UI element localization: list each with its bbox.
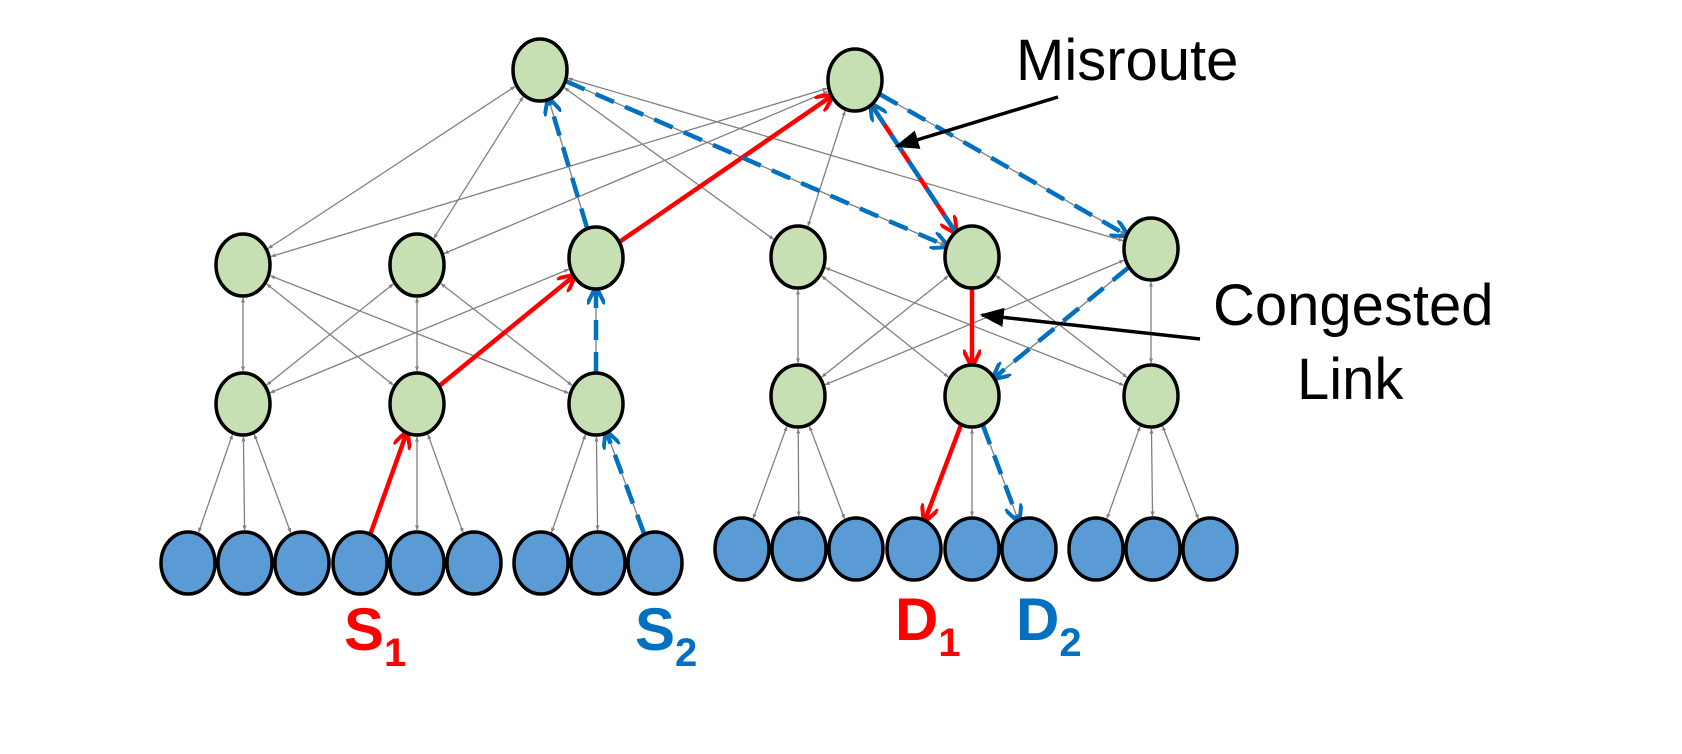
network-links — [198, 77, 1199, 534]
aggregation-switch-5 — [943, 224, 1001, 290]
edge-2-host-3-link — [427, 434, 464, 533]
edge-6-host-2-link — [1149, 428, 1155, 517]
source-1-subscript: 1 — [384, 631, 406, 675]
edge-6-host-3-link — [1162, 425, 1199, 520]
path-2-segment-1 — [607, 433, 647, 535]
congested-label: Congested — [1213, 273, 1494, 338]
edge-3-host-2-link — [594, 436, 600, 531]
core-2-agg-4-link — [807, 110, 846, 227]
host-3 — [273, 530, 331, 596]
host-15 — [1000, 516, 1058, 582]
edge-switch-4 — [769, 363, 827, 429]
host-10 — [713, 516, 771, 582]
destination-2-subscript: 2 — [1059, 621, 1081, 665]
path-2-segment-3 — [549, 100, 590, 229]
congested-link-pointer-arrow — [979, 307, 1201, 341]
host-5 — [388, 530, 446, 596]
edge-switch-6 — [1122, 363, 1180, 429]
path-2-segment-7 — [995, 265, 1130, 378]
host-7 — [512, 530, 570, 596]
link-label: Link — [1297, 347, 1404, 412]
aggregation-switch-1 — [214, 232, 272, 298]
path-2-segment-5 — [872, 106, 957, 233]
source-2-subscript: 2 — [675, 631, 697, 675]
edge-switch-2 — [388, 371, 446, 437]
core-1-agg-2-link — [433, 96, 524, 239]
misroute-label: Misroute — [1016, 28, 1238, 93]
host-17 — [1124, 516, 1182, 582]
aggregation-switch-4 — [769, 224, 827, 290]
edge-switch-3 — [567, 371, 625, 437]
host-12 — [827, 516, 885, 582]
path-1-segment-6 — [925, 424, 963, 519]
path-2-segment-4 — [565, 79, 946, 245]
core-2-agg-1-link — [270, 87, 828, 258]
edge-3-host-1-link — [551, 434, 586, 533]
edge-1-host-3-link — [253, 433, 292, 534]
host-9 — [626, 530, 684, 596]
edge-switch-5 — [943, 363, 1001, 429]
host-14 — [943, 516, 1001, 582]
network-nodes — [159, 37, 1239, 596]
host-1 — [159, 530, 217, 596]
host-18 — [1181, 516, 1239, 582]
edge-4-host-2-link — [796, 428, 801, 517]
edge-6-host-1-link — [1106, 426, 1141, 519]
aggregation-switch-3 — [567, 225, 625, 291]
core-switch-2 — [826, 47, 884, 113]
edge-1-host-2-link — [241, 436, 247, 531]
aggregation-switch-2 — [388, 232, 446, 298]
path-1-segment-1 — [368, 434, 407, 535]
destination-2-letter: D — [1016, 586, 1059, 653]
host-16 — [1067, 516, 1125, 582]
host-13 — [885, 516, 943, 582]
edge-1-host-1-link — [198, 434, 233, 533]
host-8 — [569, 530, 627, 596]
path-1-segment-2 — [438, 277, 573, 388]
host-6 — [445, 530, 503, 596]
destination-1-letter: D — [895, 586, 938, 653]
destination-2-label: D2 — [1016, 586, 1082, 665]
host-2 — [216, 530, 274, 596]
edge-4-host-3-link — [808, 425, 846, 520]
source-2-letter: S — [635, 596, 675, 663]
path-2-segment-6 — [878, 92, 1126, 234]
source-2-label: S2 — [635, 596, 697, 675]
path-2-segment-8 — [980, 424, 1018, 519]
source-1-letter: S — [344, 596, 384, 663]
path-1-segment-3 — [618, 96, 831, 244]
host-4 — [331, 530, 389, 596]
edge-switch-1 — [214, 371, 272, 437]
destination-1-label: D1 — [895, 586, 961, 665]
destination-1-subscript: 1 — [938, 621, 960, 665]
core-1-agg-4-link — [564, 87, 774, 240]
core-switch-1 — [511, 37, 569, 103]
routing-paths — [368, 79, 1130, 535]
edge-4-host-1-link — [752, 425, 788, 520]
source-1-label: S1 — [344, 596, 406, 675]
aggregation-switch-6 — [1122, 216, 1180, 282]
misroute-pointer-arrow — [894, 95, 1059, 149]
host-11 — [770, 516, 828, 582]
